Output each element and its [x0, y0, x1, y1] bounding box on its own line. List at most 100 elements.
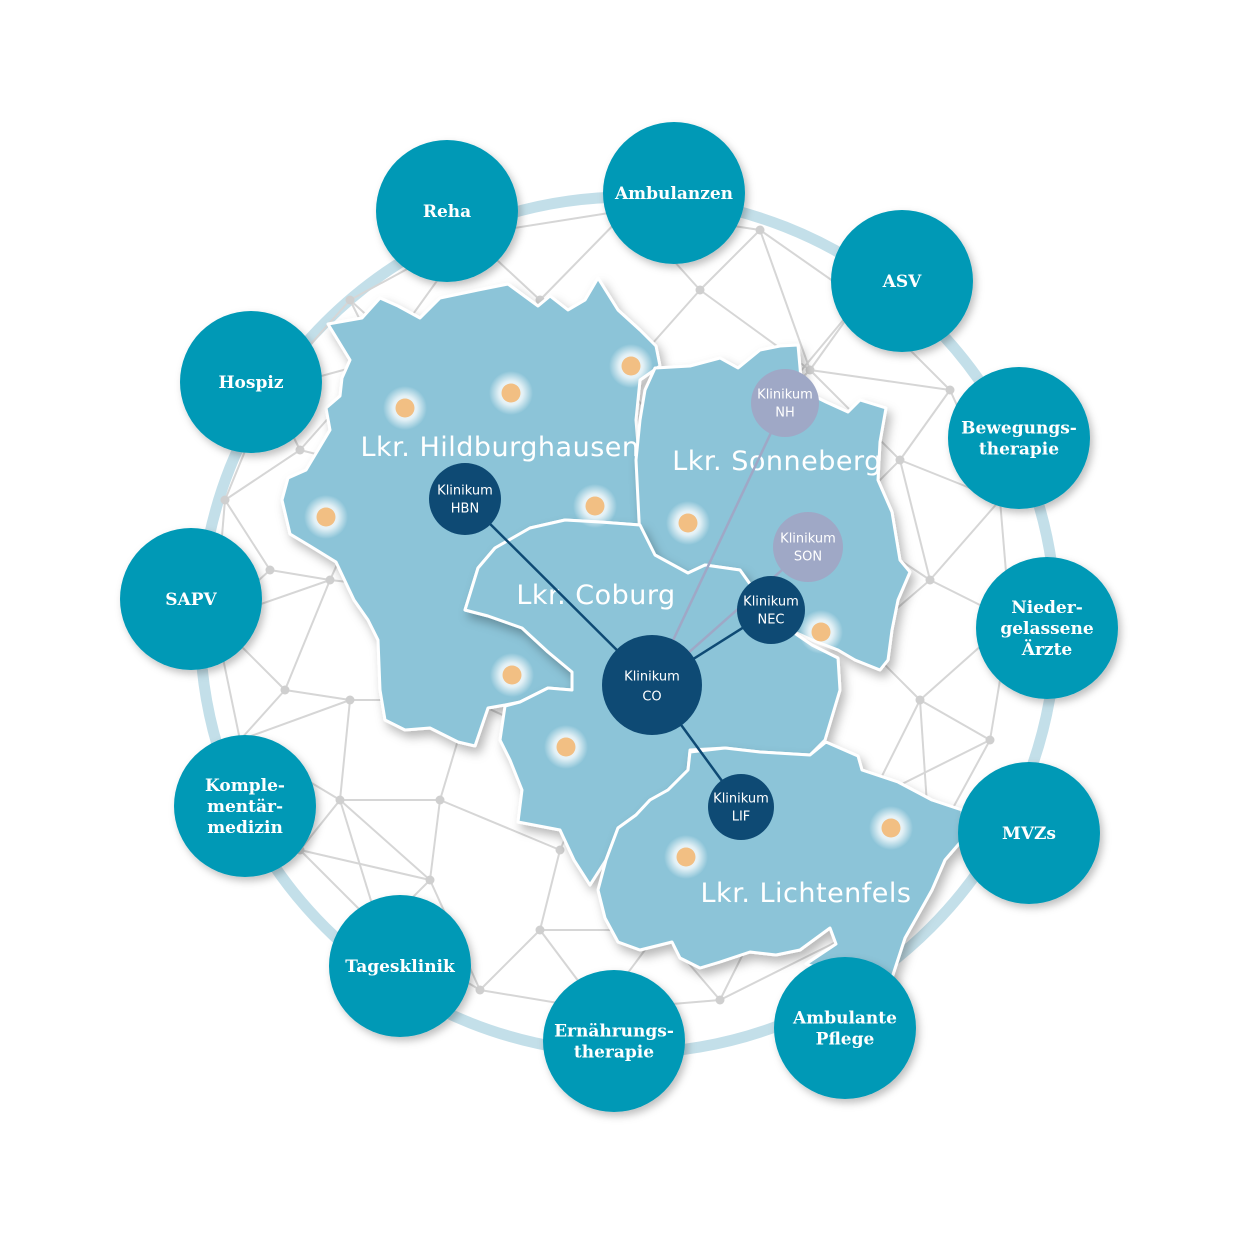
mesh-node — [425, 875, 435, 885]
service-label: therapie — [979, 440, 1059, 460]
region-label-hildburghausen: Lkr. Hildburghausen — [361, 432, 640, 463]
mesh-link — [919, 699, 991, 741]
klinikum-node — [429, 463, 501, 535]
mesh-node — [280, 685, 290, 695]
mesh-node — [435, 795, 445, 805]
care-site-dot — [678, 513, 698, 533]
klinikum-nodes: KlinikumCOKlinikumHBNKlinikumNECKlinikum… — [429, 369, 843, 840]
mesh-node — [335, 795, 345, 805]
service-circle — [958, 762, 1100, 904]
mesh-node — [925, 575, 935, 585]
mesh-link — [699, 229, 761, 291]
klinikum-label: CO — [642, 689, 661, 704]
mesh-node — [475, 985, 485, 995]
mesh-link — [299, 849, 431, 881]
service-komplementaermedizin[interactable]: Komple-mentär-medizin — [174, 735, 316, 877]
service-circle — [180, 311, 322, 453]
care-site-dot — [316, 507, 336, 527]
mesh-link — [339, 799, 431, 881]
mesh-node — [535, 925, 545, 935]
care-site-dot — [676, 847, 696, 867]
mesh-link — [299, 799, 341, 851]
service-label: Ärzte — [1021, 639, 1073, 660]
mesh-node — [345, 695, 355, 705]
service-ernaehrungstherapie[interactable]: Ernährungs-therapie — [543, 970, 685, 1112]
service-label: medizin — [207, 818, 283, 838]
klinikum-label: Klinikum — [624, 669, 680, 684]
mesh-link — [224, 499, 271, 571]
mesh-link — [269, 569, 331, 581]
mesh-link — [284, 579, 331, 691]
klinikum-label: Klinikum — [757, 388, 813, 403]
service-bewegungstherapie[interactable]: Bewegungs-therapie — [948, 367, 1090, 509]
care-sites — [304, 344, 913, 879]
mesh-link — [759, 229, 811, 371]
service-circle — [948, 367, 1090, 509]
service-tagesklinik[interactable]: Tagesklinik — [329, 895, 471, 1037]
mesh-link — [899, 389, 951, 461]
klinikum-label: SON — [794, 550, 822, 565]
service-circle — [120, 528, 262, 670]
service-label: MVZs — [1002, 824, 1056, 844]
mesh-link — [429, 799, 441, 881]
mesh-node — [715, 995, 725, 1005]
region-label-coburg: Lkr. Coburg — [516, 580, 675, 611]
service-label: Reha — [423, 202, 471, 222]
service-ambulanzen[interactable]: Ambulanzen — [603, 122, 745, 264]
klinikum-label: HBN — [451, 502, 479, 517]
service-label: Komple- — [205, 776, 285, 796]
klinikum-label: Klinikum — [437, 484, 493, 499]
care-site-dot — [881, 818, 901, 838]
mesh-link — [339, 699, 351, 801]
service-circle — [376, 140, 518, 282]
mesh-node — [325, 575, 335, 585]
mesh-node — [345, 295, 355, 305]
care-site-dot — [556, 737, 576, 757]
mesh-node — [555, 845, 565, 855]
mesh-link — [224, 449, 301, 501]
service-mvzs[interactable]: MVZs — [958, 762, 1100, 904]
service-asv[interactable]: ASV — [831, 210, 973, 352]
mesh-node — [755, 225, 765, 235]
service-label: mentär- — [207, 797, 283, 817]
mesh-node — [220, 495, 230, 505]
mesh-node — [805, 365, 815, 375]
care-site-dot — [585, 496, 605, 516]
service-hospiz[interactable]: Hospiz — [180, 311, 322, 453]
region-lichtenfels — [596, 740, 966, 992]
care-site-dot — [395, 398, 415, 418]
service-label: gelassene — [1000, 619, 1093, 639]
mesh-node — [695, 285, 705, 295]
region-label-sonneberg: Lkr. Sonneberg — [672, 446, 881, 477]
link-co-nh — [650, 402, 787, 686]
klinikum-node — [737, 576, 805, 644]
service-sapv[interactable]: SAPV — [120, 528, 262, 670]
service-circle — [774, 957, 916, 1099]
service-label: Pflege — [816, 1030, 875, 1050]
region-label-lichtenfels: Lkr. Lichtenfels — [701, 878, 912, 909]
care-site-dot — [621, 356, 641, 376]
service-circle — [831, 210, 973, 352]
mesh-link — [809, 369, 951, 391]
service-label: Ernährungs- — [554, 1022, 674, 1042]
service-circle — [976, 557, 1118, 699]
service-label: Tagesklinik — [345, 957, 456, 977]
mesh-node — [945, 385, 955, 395]
mesh-node — [265, 565, 275, 575]
mesh-link — [539, 849, 561, 931]
service-circle — [543, 970, 685, 1112]
mesh-link — [899, 459, 931, 581]
service-label: ASV — [882, 272, 922, 292]
service-reha[interactable]: Reha — [376, 140, 518, 282]
service-label: SAPV — [165, 590, 217, 610]
mesh-link — [479, 929, 541, 991]
